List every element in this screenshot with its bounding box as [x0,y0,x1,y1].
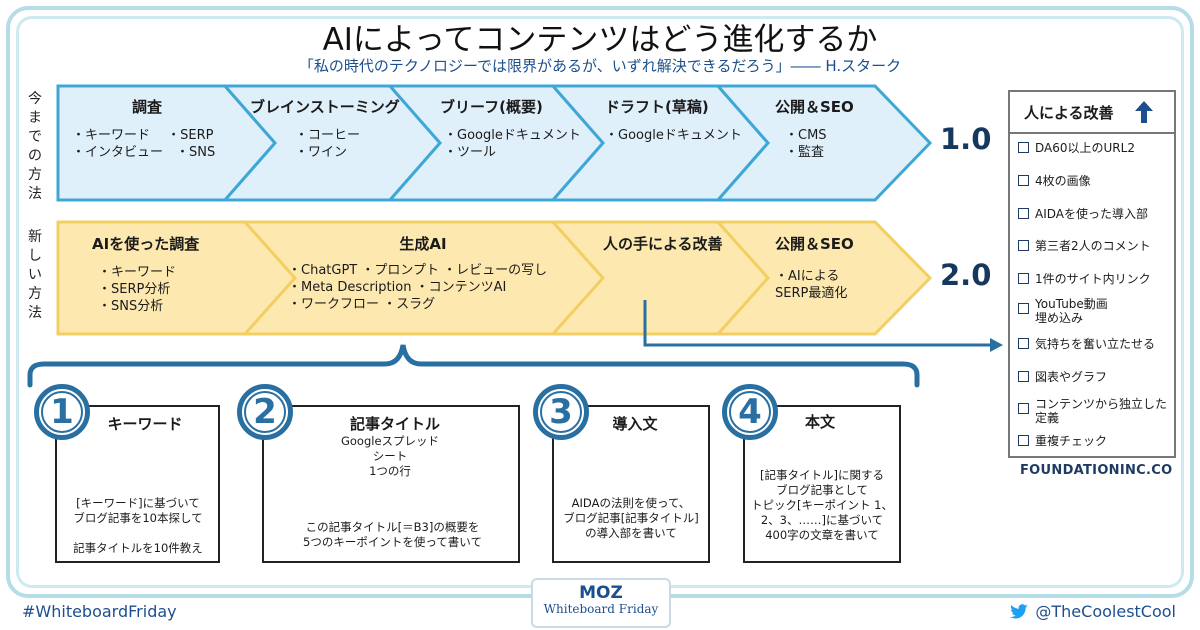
row2-stage-3: 人の手による改善 [603,235,723,253]
chevron-row1-5 [714,84,933,202]
row1-stage-2: ブレインストーミング ・コーヒー ・ワイン [250,98,400,160]
row2-label: 新しい方法 [28,229,42,321]
checklist-item[interactable]: コンテンツから独立した 定義 [1018,397,1167,425]
twitter-handle[interactable]: @TheCoolestCool [1035,602,1176,621]
step3-box [552,405,710,563]
step4-title: 本文 [804,413,835,431]
checkbox[interactable] [1018,273,1029,284]
checkbox[interactable] [1018,303,1029,314]
moz-logo: MOZ [579,583,623,603]
checklist-item[interactable]: AIDAを使った導入部 [1018,207,1148,221]
arrow-up-icon [1134,101,1153,123]
step2-box [262,405,520,563]
checkbox[interactable] [1018,403,1029,414]
checkbox[interactable] [1018,435,1029,446]
step2-number: 2 [237,384,293,440]
row1-stage-5: 公開＆SEO ・CMS ・監査 [775,98,854,160]
connector-to-checklist [643,300,990,347]
step3-title: 導入文 [612,415,658,433]
row1-label: 今までの方法 [28,91,42,202]
row1-stage-1: 調査 ・キーワード ・SERP ・インタビュー ・SNS [72,98,216,160]
step4-number: 4 [722,384,778,440]
checkbox[interactable] [1018,208,1029,219]
step1-number: 1 [34,384,90,440]
brace-icon [27,344,920,388]
badge-text: Whiteboard Friday [543,602,659,616]
step2-sheet: Googleスプレッド シート 1つの行 [340,434,440,478]
chevron-row2-4 [714,220,933,336]
row2-stage-1: AIを使った調査 ・キーワード ・SERP分析 ・SNS分析 [92,235,200,314]
step1-title: キーワード [107,415,183,433]
checklist-item[interactable]: 1件のサイト内リンク [1018,272,1151,286]
version-1: 1.0 [940,122,992,156]
step2-text: この記事タイトル[＝B3]の概要を 5つのキーポイントを使って書いて [303,520,482,549]
twitter-bird-icon [1010,603,1029,619]
step2-title: 記事タイトル [349,415,440,433]
checklist-title: 人による改善 [1024,103,1114,122]
version-2: 2.0 [940,258,992,292]
checklist-item[interactable]: 第三者2人のコメント [1018,239,1151,253]
row2-stage-2: 生成AI ・ChatGPT ・プロンプト ・レビューの写し ・Meta Desc… [288,235,548,312]
checkbox[interactable] [1018,338,1029,349]
brand-url: FOUNDATIONINC.CO [1020,463,1173,478]
step3-number: 3 [533,384,589,440]
hashtag[interactable]: #WhiteboardFriday [22,602,177,621]
arrow-right-icon [990,338,1003,352]
checklist-item[interactable]: 気持ちを奮い立たせる [1018,337,1155,351]
step4-text: [記事タイトル]に関する ブログ記事として トピック[キーポイント 1、 2、3… [751,468,893,542]
checklist-item[interactable]: 図表やグラフ [1018,370,1107,384]
moz-badge: MOZ Whiteboard Friday [531,578,671,628]
checklist-item[interactable]: DA60以上のURL2 [1018,141,1135,155]
step3-text: AIDAの法則を使って、 ブログ記事[記事タイトル] の導入部を書いて [563,496,699,540]
step1-box [55,405,220,563]
checkbox[interactable] [1018,371,1029,382]
row2-stage-4: 公開＆SEO ・AIによる SERP最適化 [775,235,854,301]
checklist-item[interactable]: 重複チェック [1018,434,1107,448]
checkbox[interactable] [1018,142,1029,153]
quote: 「私の時代のテクノロジーでは限界があるが、いずれ解決できるだろう」―― H.スタ… [298,57,902,75]
checkbox[interactable] [1018,240,1029,251]
checklist-header: 人による改善 [1010,92,1174,134]
row1-stage-4: ドラフト(草稿) ・Googleドキュメント [605,98,742,143]
checkbox[interactable] [1018,175,1029,186]
twitter-handle-group[interactable]: @TheCoolestCool [1009,602,1176,621]
row1-stage-3: ブリーフ(概要) ・Googleドキュメント ・ツール [440,98,581,160]
page-title: AIによってコンテンツはどう進化するか [322,22,878,58]
checklist-item[interactable]: 4枚の画像 [1018,174,1091,188]
step1-text: [キーワード]に基づいて ブログ記事を10本探して 記事タイトルを10件教え [73,496,203,555]
checklist-panel: 人による改善 DA60以上のURL2 4枚の画像 AIDAを使った導入部 第三者… [1008,90,1176,458]
checklist-item[interactable]: YouTube動画 埋め込み [1018,297,1108,325]
